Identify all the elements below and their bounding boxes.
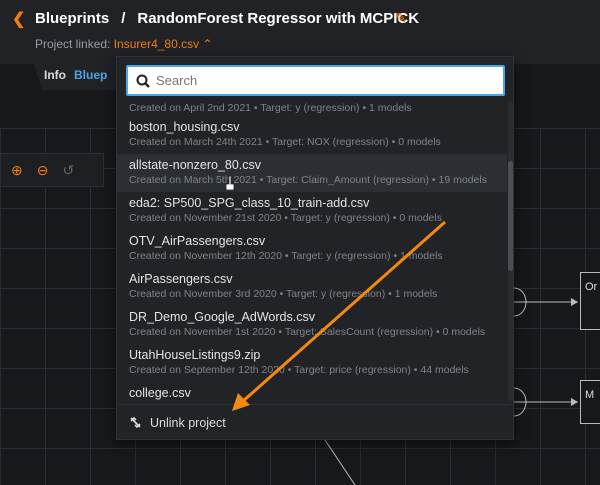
item-name: UtahHouseListings9.zip [129,348,261,362]
blueprint-node[interactable]: Or [580,272,600,330]
zoom-out-icon[interactable]: ⊖ [36,161,49,178]
chevron-up-icon[interactable]: ⌃ [202,37,213,51]
blueprint-node[interactable]: M [580,380,600,424]
item-name: allstate-nonzero_80.csv [129,158,262,172]
project-dropdown: Created on April 2nd 2021 • Target: y (r… [116,56,514,440]
breadcrumb: Blueprints / RandomForest Regressor with M… [35,10,419,27]
item-name: boston_housing.csv [129,120,240,134]
item-name: AirPassengers.csv [129,272,233,286]
list-item[interactable]: college.csv [117,382,507,404]
page-title: RandomForest Regressor with MCPICK [137,10,420,27]
tab-blueprint[interactable]: Bluep [74,68,108,82]
item-meta: Created on March 5th 2021 • Target: Clai… [129,174,487,186]
item-name: OTV_AirPassengers.csv [129,234,266,248]
linked-label: Project linked: [35,37,111,51]
unlink-project-button[interactable]: Unlink project [117,404,513,440]
scrollbar-thumb[interactable] [508,161,513,271]
item-meta: Created on November 12th 2020 • Target: … [129,250,443,262]
linked-project-name[interactable]: Insurer4_80.csv [113,37,200,51]
item-name: college.csv [129,386,191,400]
project-list: Created on April 2nd 2021 • Target: y (r… [117,101,507,404]
zoom-in-icon[interactable]: ⊕ [11,161,23,178]
item-meta: Created on September 12th 2020 • Target:… [129,364,469,376]
tab-info[interactable]: Info [44,68,66,82]
chevron-left-icon[interactable]: ❮ [12,11,26,28]
item-meta: Created on November 3rd 2020 • Target: y… [129,288,438,300]
pencil-icon[interactable]: ✎ [395,10,407,26]
undo-icon[interactable]: ↺ [62,161,75,178]
item-meta: Created on March 24th 2021 • Target: NOX… [129,136,441,148]
canvas-toolbar: ⊕ ⊖ ↺ [0,153,104,187]
search-field[interactable] [126,65,505,96]
unlink-label: Unlink project [150,415,226,430]
breadcrumb-blueprints[interactable]: Blueprints [35,10,110,27]
search-input[interactable] [156,73,456,88]
item-name: eda2: SP500_SPG_class_10_train-add.csv [129,196,370,210]
breadcrumb-separator: / [121,10,126,27]
page-header [0,0,600,64]
item-meta: Created on November 21st 2020 • Target: … [129,212,442,224]
linked-project-toggle[interactable]: Insurer4_80.csv ⌃ [114,37,213,51]
item-meta: Created on November 1st 2020 • Target: S… [129,326,486,338]
item-name: DR_Demo_Google_AdWords.csv [129,310,315,324]
unlink-icon [130,416,141,429]
search-icon [136,74,150,88]
list-item-partial[interactable]: Created on April 2nd 2021 • Target: y (r… [129,102,412,114]
project-linked: Project linked: Insurer4_80.csv ⌃ [35,37,213,51]
